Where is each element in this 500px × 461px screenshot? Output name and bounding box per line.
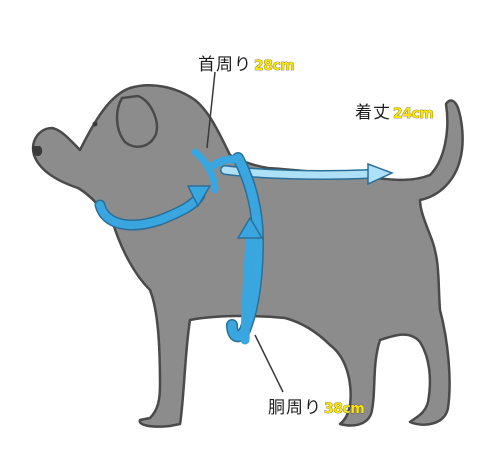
ear-shape: [115, 94, 159, 148]
dog-eye: [92, 121, 98, 127]
chest-value-text: 38cm: [324, 401, 365, 418]
neck-measurement-label: 首周り 28cm: [198, 50, 295, 75]
back-length-value-text: 24cm: [393, 106, 434, 123]
chest-label-text: 胴周り: [268, 398, 322, 418]
chest-loop-arrow: [206, 152, 265, 345]
neck-value-text: 28cm: [254, 58, 295, 75]
neck-label-text: 首周り: [198, 55, 252, 75]
back-length-measurement-label: 着丈 24cm: [355, 98, 434, 123]
chest-measurement-label: 胴周り 38cm: [268, 393, 365, 418]
chest-leader-line: [254, 334, 284, 393]
back-length-label-text: 着丈: [355, 103, 391, 123]
neck-leader-line: [206, 71, 216, 149]
dog-nose: [32, 146, 43, 156]
